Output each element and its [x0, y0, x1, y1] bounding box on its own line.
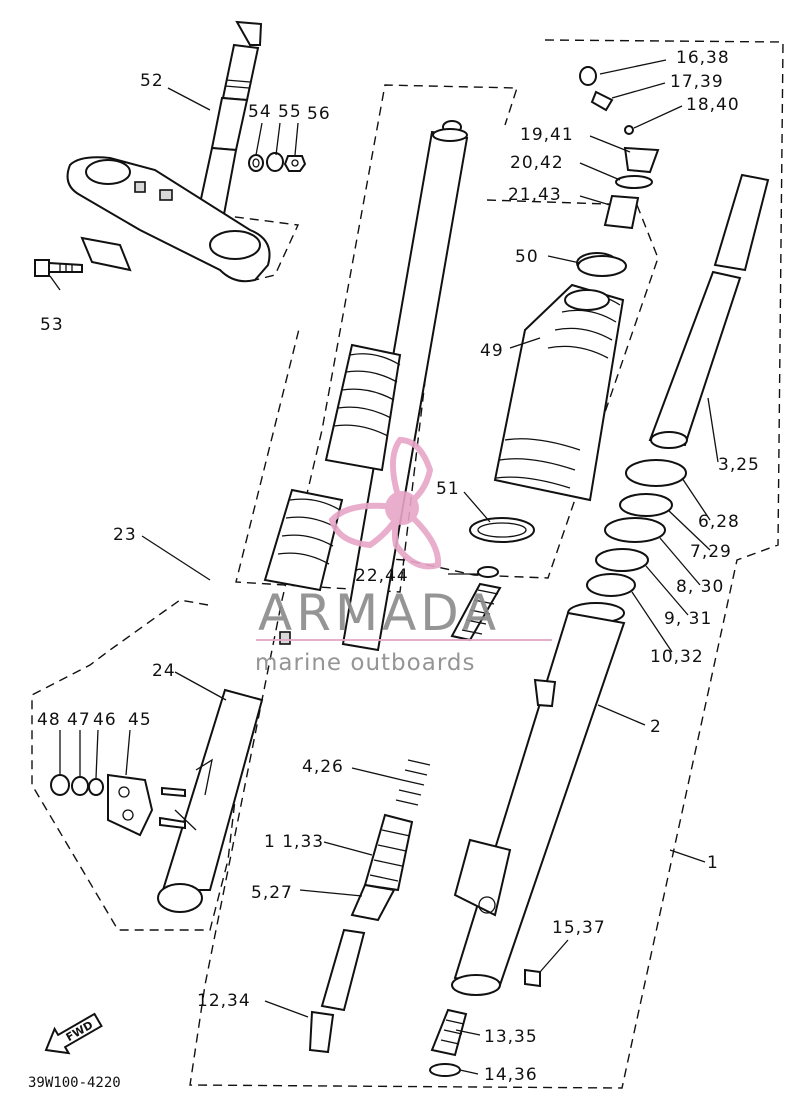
callout-2: 2	[650, 717, 662, 737]
center-cap-16-21	[579, 66, 660, 230]
right-outer-tube-2	[451, 602, 626, 996]
callout-55: 55	[278, 102, 302, 122]
callout-4-26: 4,26	[302, 757, 344, 777]
callout-22-44: 22,44	[355, 566, 409, 586]
callout-15-37: 15,37	[552, 918, 606, 938]
callout-16-38: 16,38	[676, 48, 730, 68]
armada-watermark: ARMADA marine outboards	[255, 436, 552, 676]
callout-24: 24	[152, 661, 176, 681]
leader-lines	[49, 59, 719, 1075]
callout-23: 23	[113, 525, 137, 545]
center-damper-11-5	[350, 813, 414, 922]
washers-54-56	[248, 152, 307, 172]
callout-8-30: 8, 30	[676, 577, 724, 597]
callout-52: 52	[140, 71, 164, 91]
center-dust-boot-49	[493, 252, 625, 502]
callout-53: 53	[40, 315, 64, 335]
callout-labels: 52 54 55 56 53 16,38 17,39 18,40 19,41 2…	[37, 48, 760, 1085]
left-dust-boot	[263, 343, 402, 592]
callout-46: 46	[93, 710, 117, 730]
watermark-subtitle: marine outboards	[255, 650, 475, 676]
left-inner-tube-23	[341, 120, 469, 652]
right-inner-tube-3	[648, 173, 770, 449]
callout-14-36: 14,36	[484, 1065, 538, 1085]
propeller-logo-icon	[328, 436, 442, 570]
callout-12-34: 12,34	[197, 991, 251, 1011]
callout-17-39: 17,39	[670, 72, 724, 92]
callout-45: 45	[128, 710, 152, 730]
callout-13-35: 13,35	[484, 1027, 538, 1047]
callout-3-25: 3,25	[718, 455, 760, 475]
callout-56: 56	[307, 104, 331, 124]
callout-20-42: 20,42	[510, 153, 564, 173]
callout-47: 47	[67, 710, 91, 730]
center-seals-50-51	[469, 255, 627, 578]
right-seals-6-10	[586, 459, 687, 597]
callout-51: 51	[436, 479, 460, 499]
callout-21-43: 21,43	[508, 185, 562, 205]
callout-5-27: 5,27	[251, 883, 293, 903]
pinch-bolt-53	[34, 236, 132, 277]
callout-9-31: 9, 31	[664, 609, 712, 629]
callout-11-33: 1 1,33	[264, 832, 324, 852]
callout-50: 50	[515, 247, 539, 267]
caliper-bracket-45-48	[50, 773, 186, 837]
watermark-title: ARMADA	[258, 584, 500, 642]
callout-48: 48	[37, 710, 61, 730]
callout-1: 1	[707, 853, 719, 873]
callout-7-29: 7,29	[690, 542, 732, 562]
callout-49: 49	[480, 341, 504, 361]
callout-18-40: 18,40	[686, 95, 740, 115]
callout-6-28: 6,28	[698, 512, 740, 532]
callout-19-41: 19,41	[520, 125, 574, 145]
steering-stem-52	[66, 20, 271, 283]
fwd-arrow: FWD	[44, 1012, 103, 1055]
callout-54: 54	[248, 102, 272, 122]
center-rod-12	[308, 928, 366, 1054]
callout-10-32: 10,32	[650, 647, 704, 667]
drawing-code: 39W100-4220	[28, 1075, 121, 1091]
